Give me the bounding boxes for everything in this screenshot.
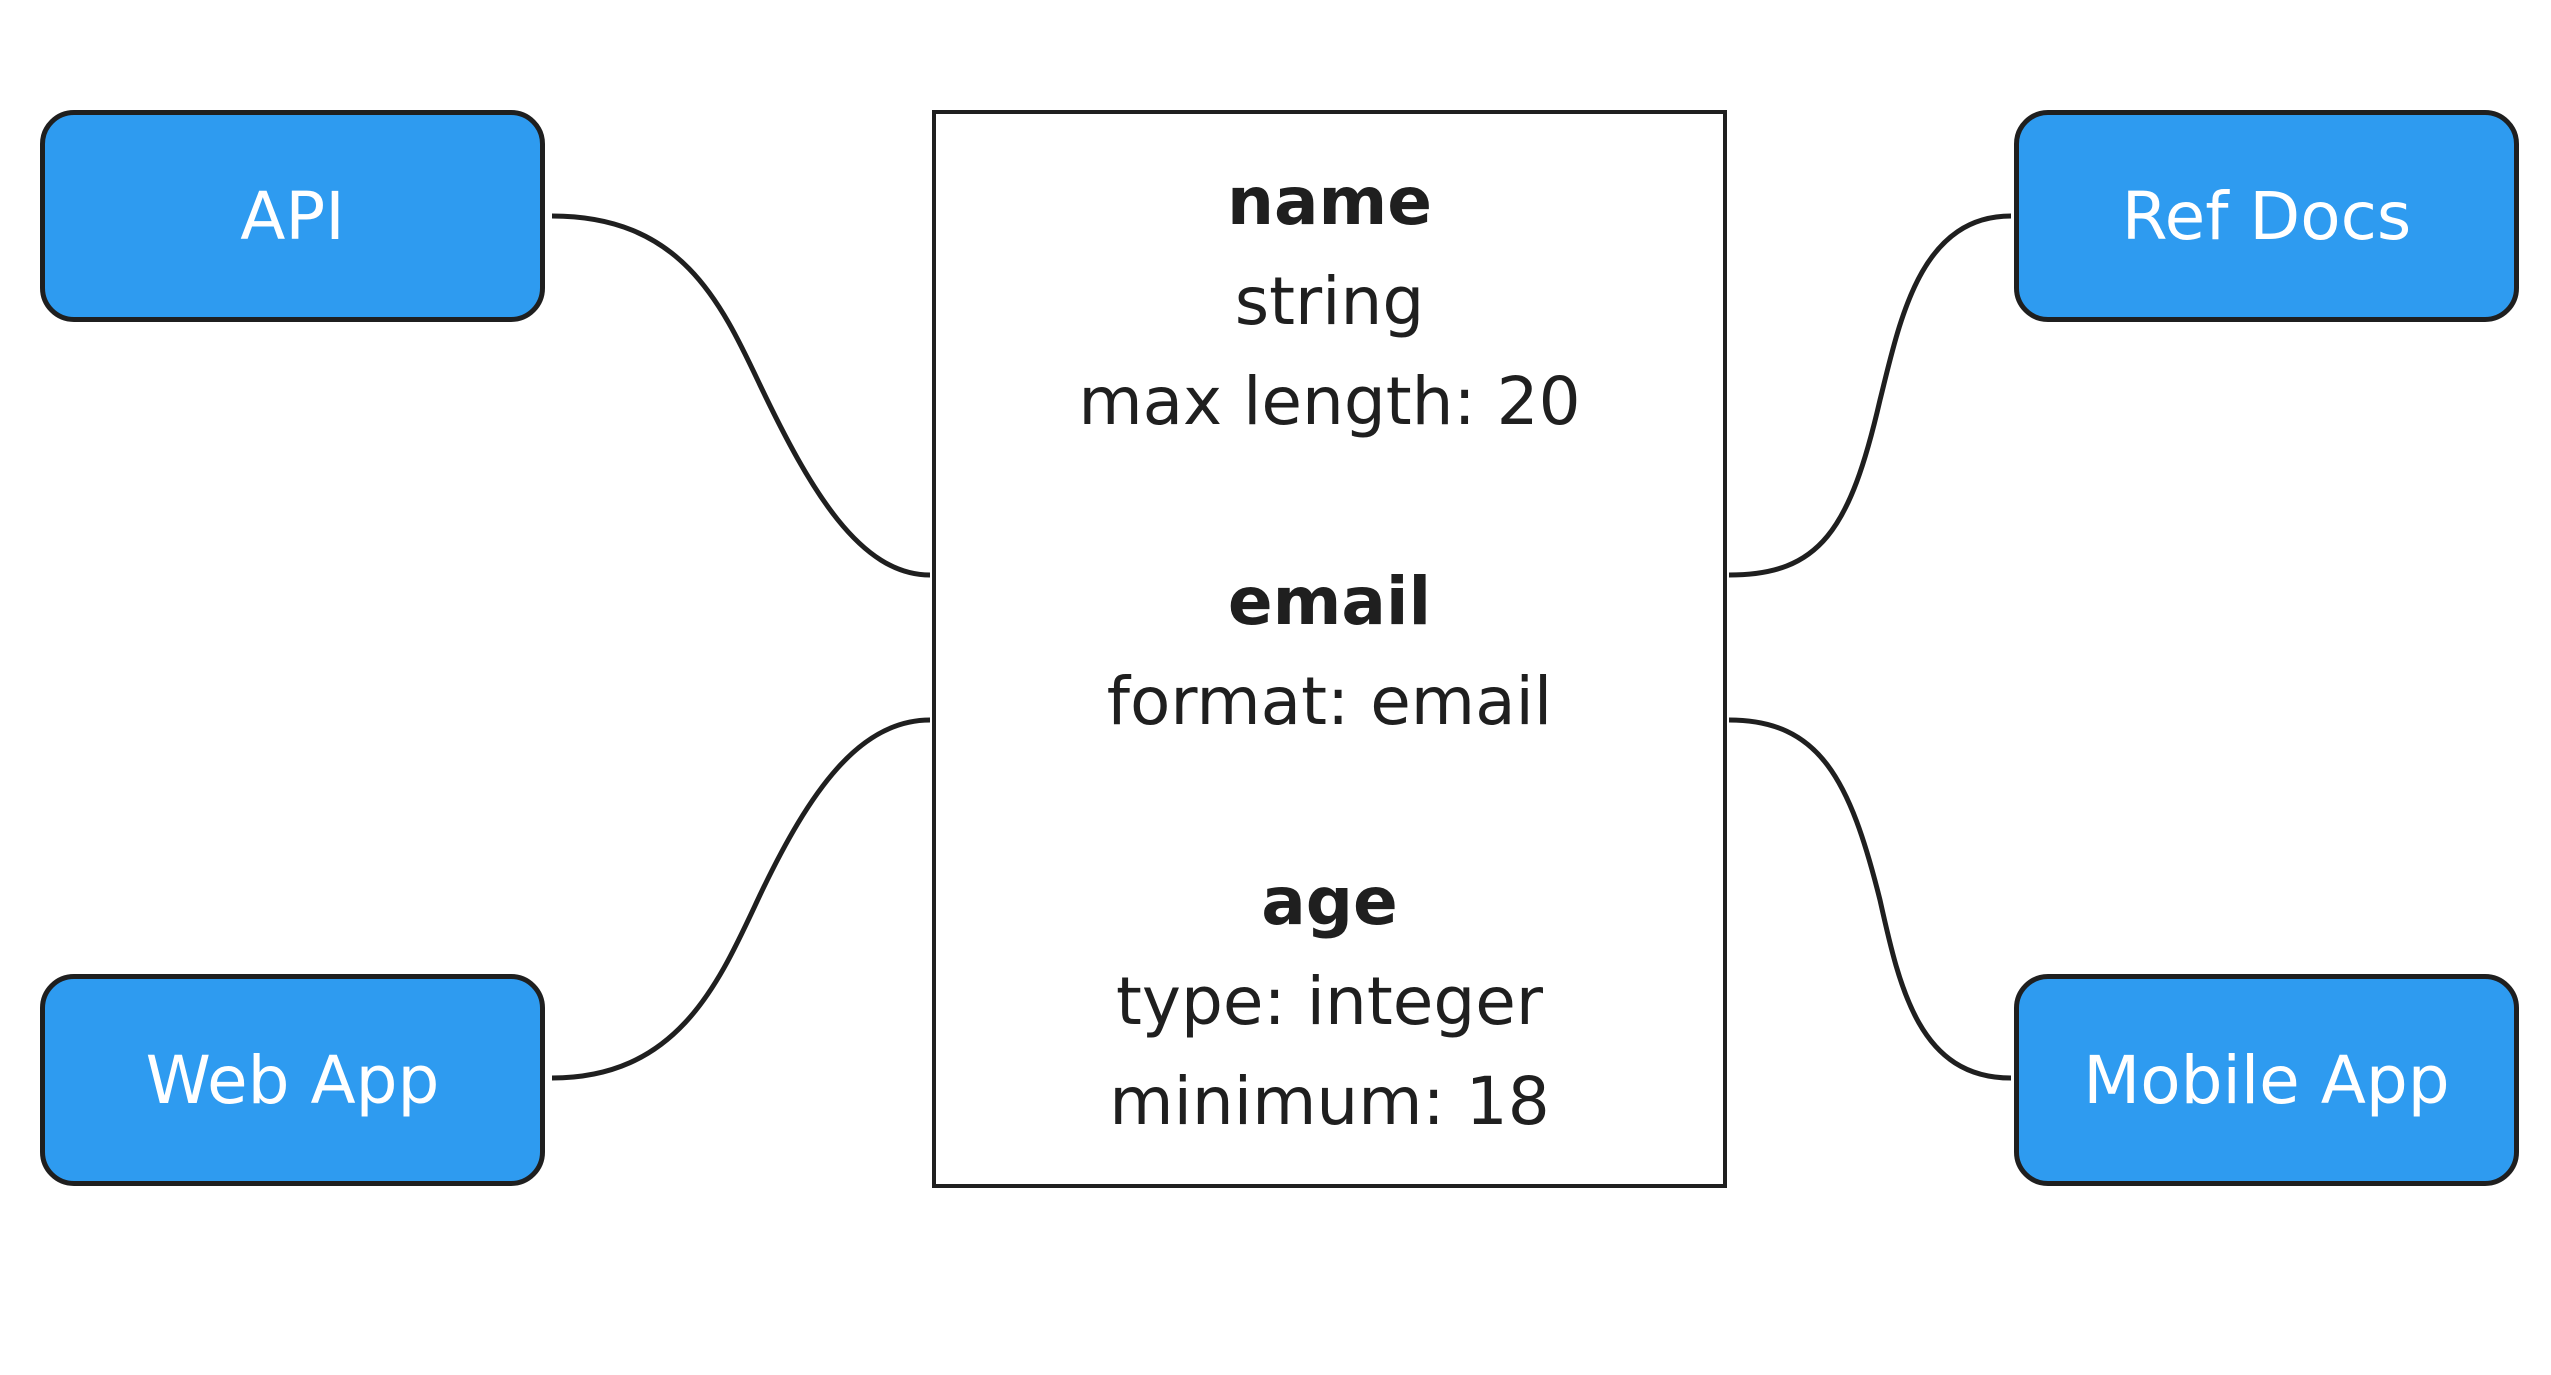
- connector-mobile-app: [1728, 717, 2012, 1081]
- schema-field-name: name string max length: 20: [936, 152, 1723, 452]
- api-node[interactable]: API: [40, 110, 545, 322]
- field-detail: max length: 20: [1078, 363, 1581, 440]
- field-detail: format: email: [1106, 663, 1553, 740]
- field-name-label: email: [1227, 563, 1432, 640]
- field-detail: type: integer: [1116, 963, 1543, 1040]
- schema-field-email: email format: email: [936, 552, 1723, 752]
- ref-docs-node[interactable]: Ref Docs: [2014, 110, 2519, 322]
- field-name-label: name: [1226, 163, 1433, 240]
- connector-web-app: [551, 717, 931, 1081]
- schema-field-age: age type: integer minimum: 18: [936, 852, 1723, 1152]
- schema-box[interactable]: name string max length: 20 email format:…: [932, 110, 1727, 1188]
- field-name-label: age: [1261, 863, 1398, 940]
- connector-ref-docs: [1728, 213, 2012, 578]
- ref-docs-node-label: Ref Docs: [2121, 177, 2412, 255]
- api-node-label: API: [240, 177, 345, 255]
- field-detail: minimum: 18: [1109, 1063, 1550, 1140]
- connector-api: [551, 213, 931, 578]
- mobile-app-node-label: Mobile App: [2083, 1041, 2450, 1119]
- web-app-node-label: Web App: [145, 1041, 440, 1119]
- web-app-node[interactable]: Web App: [40, 974, 545, 1186]
- field-detail: string: [1234, 263, 1425, 340]
- mobile-app-node[interactable]: Mobile App: [2014, 974, 2519, 1186]
